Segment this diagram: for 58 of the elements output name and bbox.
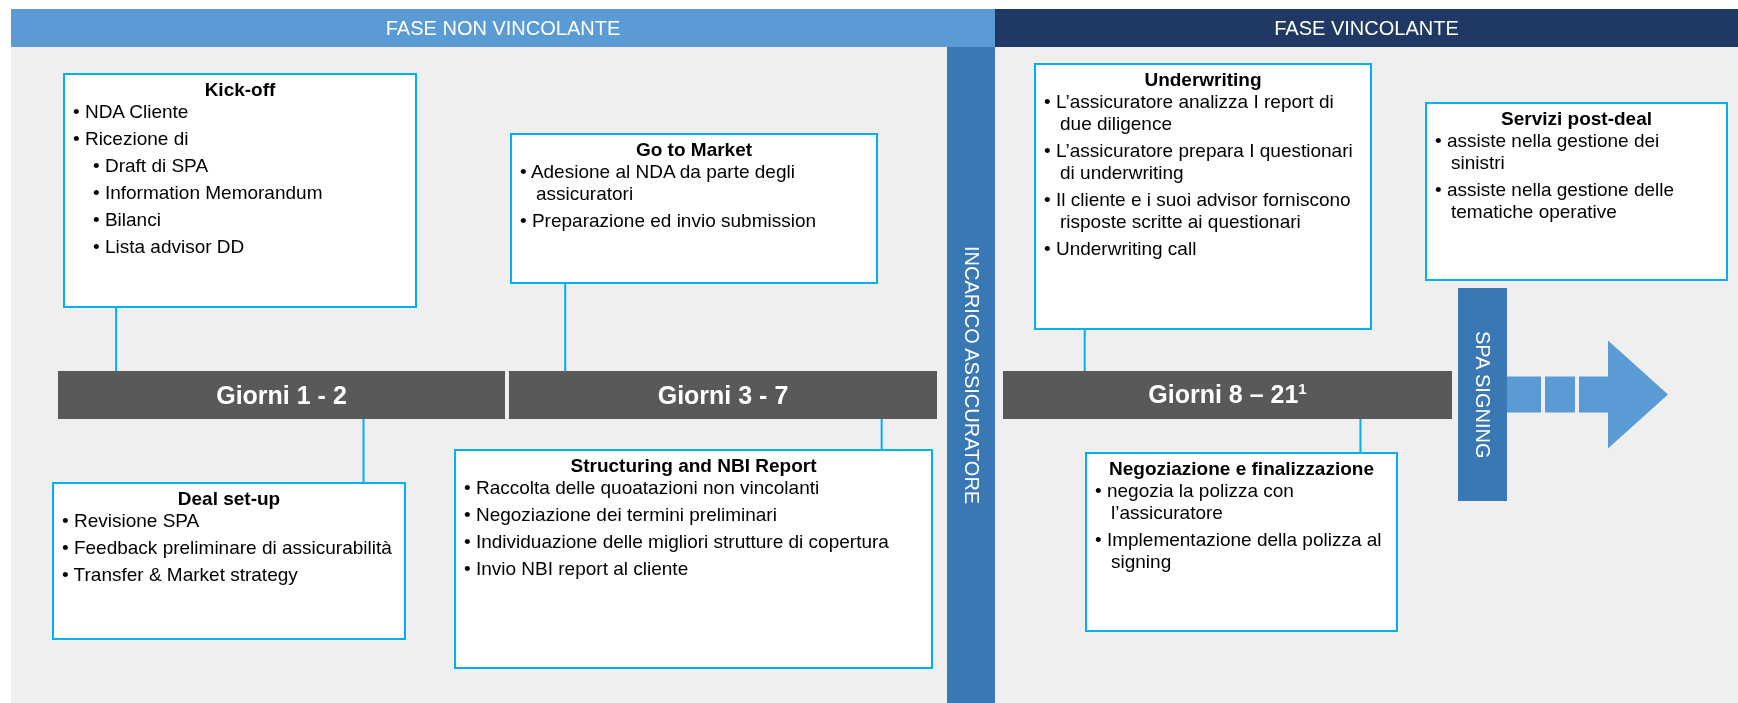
- bar-label: INCARICO ASSICURATORE: [959, 245, 983, 505]
- bullet-item: • Ricezione di: [73, 128, 190, 150]
- bar-label: Giorni 1 - 2: [216, 380, 347, 410]
- bullet-item: • Lista advisor DD: [93, 236, 246, 258]
- activity-box: [1034, 63, 1372, 330]
- phase-header: [11, 9, 995, 47]
- milestone-bar: [1458, 288, 1507, 501]
- box-heading: Underwriting: [1143, 69, 1263, 91]
- bullet-item: • negozia la polizza con l’assicuratore: [1095, 480, 1295, 524]
- activity-box: [52, 482, 406, 640]
- bullet-item: • Il cliente e i suoi advisor forniscono risposte scritte ai questionari: [1044, 189, 1352, 233]
- bullet-item: • assiste nella gestione delle tematiche operative: [1435, 179, 1676, 223]
- activity-box: [63, 73, 417, 308]
- bullet-item: • Revisione SPA: [62, 510, 201, 532]
- bullet-item: • Information Memorandum: [93, 182, 324, 204]
- activity-box: [510, 133, 878, 284]
- phase-header: [995, 9, 1738, 47]
- bullet-item: • Negoziazione dei termini preliminari: [464, 504, 778, 526]
- bullet-item: • Invio NBI report al cliente: [464, 558, 690, 580]
- timeline-bar: [509, 371, 937, 419]
- leader-line: [880, 418, 883, 450]
- bullet-item: • Implementazione della polizza al signing: [1095, 529, 1383, 573]
- box-heading: Go to Market: [634, 139, 754, 161]
- leader-line: [115, 307, 118, 372]
- bullet-item: • Adesione al NDA da parte degli assicuratori: [520, 161, 796, 205]
- bullet-item: • Transfer & Market strategy: [62, 564, 299, 586]
- bar-label: Giorni 3 - 7: [657, 380, 789, 410]
- bullet-item: • Preparazione ed invio submission: [520, 210, 818, 232]
- box-heading: Negoziazione e finalizzazione: [1108, 458, 1375, 480]
- bullet-item: • Individuazione delle migliori strutture di copertura: [464, 531, 890, 553]
- block-arrow: [1507, 340, 1668, 449]
- box-heading: Deal set-up: [176, 488, 282, 510]
- bullet-item: • Bilanci: [93, 209, 162, 231]
- leader-line: [1083, 329, 1086, 372]
- box-heading: Kick-off: [203, 79, 277, 101]
- header-text: FASE NON VINCOLANTE: [385, 16, 621, 40]
- bar-label: SPA SIGNING: [1471, 330, 1494, 459]
- bar-label: Giorni 8 – 21$^{1}$: [1148, 380, 1307, 410]
- bullet-item: • NDA Cliente: [73, 101, 190, 123]
- milestone-bar: [947, 47, 995, 703]
- bullet-item: • L’assicuratore analizza I report di due diligence: [1044, 91, 1335, 135]
- leader-line: [1359, 418, 1362, 453]
- leader-line: [362, 418, 365, 483]
- bullet-item: • L’assicuratore prepara I questionari di underwriting: [1044, 140, 1354, 184]
- activity-box: [1425, 102, 1728, 281]
- header-text: FASE VINCOLANTE: [1274, 16, 1459, 40]
- activity-box: [1085, 452, 1398, 632]
- box-heading: Servizi post-deal: [1500, 108, 1653, 130]
- bullet-item: • Feedback preliminare di assicurabilità: [62, 537, 393, 559]
- timeline-bar: [58, 371, 505, 419]
- bullet-item: • assiste nella gestione dei sinistri: [1435, 130, 1661, 174]
- timeline-bar: [1003, 371, 1452, 419]
- bullet-item: • Underwriting call: [1044, 238, 1198, 260]
- activity-box: [454, 449, 933, 669]
- bullet-item: • Raccolta delle quoatazioni non vincolanti: [464, 477, 821, 499]
- leader-line: [564, 283, 567, 372]
- box-heading: Structuring and NBI Report: [569, 455, 818, 477]
- bullet-item: • Draft di SPA: [93, 155, 210, 177]
